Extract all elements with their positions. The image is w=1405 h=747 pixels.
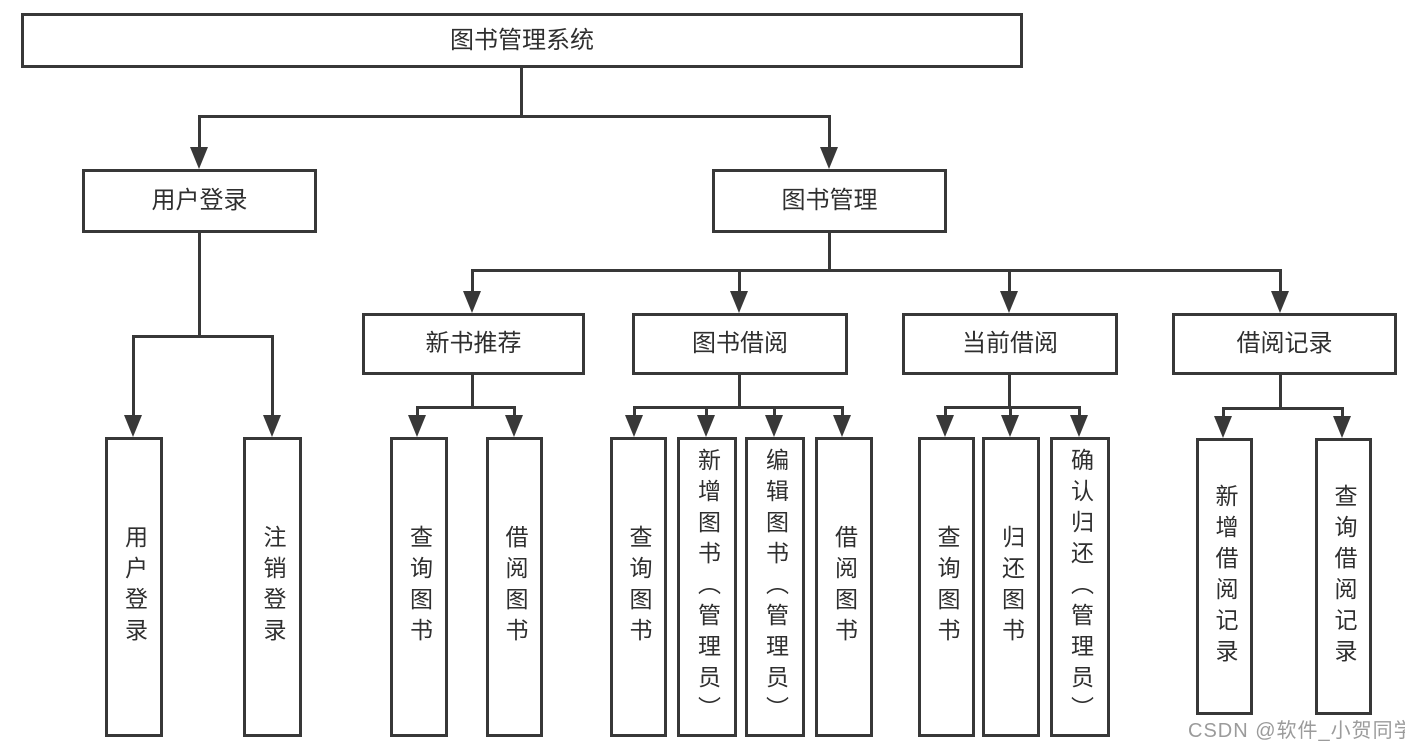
leaf-user-login-label: 用户登录	[121, 525, 148, 649]
connector-current-borrowing-stem	[1008, 375, 1011, 408]
connector-to-leaf-user-login	[132, 335, 135, 417]
connector-book-borrowing-crossbar	[633, 406, 844, 409]
connector-to-leaf-query-borrow-record	[1341, 407, 1344, 418]
leaf-query-books-recommend: 查询图书	[390, 437, 448, 737]
arrowhead-to-leaf-confirm-return-admin	[1070, 415, 1088, 437]
leaf-query-borrow-record: 查询借阅记录	[1315, 438, 1372, 715]
arrowhead-to-leaf-borrow-books-recommend	[505, 415, 523, 437]
connector-new-book-recommendation-crossbar	[416, 406, 516, 409]
arrowhead-to-leaf-query-books-borrowing	[625, 415, 643, 437]
connector-book-management-crossbar	[471, 269, 1282, 272]
node-root-system: 图书管理系统	[21, 13, 1023, 68]
leaf-confirm-return-admin-label: 确认归还（管理员）	[1067, 447, 1094, 727]
arrowhead-to-leaf-query-borrow-record	[1333, 416, 1351, 438]
leaf-borrow-books-recommend-label: 借阅图书	[502, 525, 528, 649]
leaf-borrow-books-borrowing-label: 借阅图书	[831, 525, 858, 649]
connector-to-leaf-add-book-admin	[705, 406, 708, 417]
connector-to-leaf-confirm-return-admin	[1078, 406, 1081, 417]
connector-to-leaf-query-books-recommend	[416, 406, 419, 417]
leaf-query-books-borrowing: 查询图书	[610, 437, 667, 737]
connector-borrowing-records-crossbar	[1222, 407, 1344, 410]
node-book-borrowing: 图书借阅	[632, 313, 848, 375]
leaf-add-book-admin: 新增图书（管理员）	[677, 437, 737, 737]
arrowhead-to-user-login	[190, 147, 208, 169]
connector-to-new-book-recommendation	[471, 269, 474, 293]
connector-to-leaf-query-books-borrowing	[633, 406, 636, 417]
connector-to-leaf-borrow-books-recommend	[513, 406, 516, 417]
node-current-borrowing-label: 当前借阅	[962, 330, 1058, 357]
arrowhead-to-borrowing-records	[1271, 291, 1289, 313]
arrowhead-to-book-borrowing	[730, 291, 748, 313]
connector-to-leaf-logout	[271, 335, 274, 417]
connector-to-leaf-add-borrow-record	[1222, 407, 1225, 418]
arrowhead-to-new-book-recommendation	[463, 291, 481, 313]
leaf-edit-book-admin-label: 编辑图书（管理员）	[762, 447, 789, 727]
connector-to-leaf-edit-book-admin	[773, 406, 776, 417]
leaf-query-books-current: 查询图书	[918, 437, 975, 737]
connector-to-leaf-query-books-current	[944, 406, 947, 417]
connector-to-current-borrowing	[1008, 269, 1011, 293]
arrowhead-to-leaf-return-book	[1001, 415, 1019, 437]
leaf-logout-label: 注销登录	[260, 525, 286, 649]
node-root-system-label: 图书管理系统	[450, 26, 594, 54]
leaf-query-borrow-record-label: 查询借阅记录	[1331, 483, 1357, 670]
node-book-management-label: 图书管理	[781, 187, 878, 214]
leaf-add-book-admin-label: 新增图书（管理员）	[694, 447, 721, 727]
node-borrowing-records-label: 借阅记录	[1236, 330, 1333, 357]
connector-root-to-user-login	[198, 115, 201, 151]
arrowhead-to-leaf-borrow-books-borrowing	[833, 415, 851, 437]
connector-root-crossbar	[198, 115, 831, 118]
node-new-book-recommendation-label: 新书推荐	[425, 330, 522, 357]
node-book-borrowing-label: 图书借阅	[692, 330, 788, 357]
node-new-book-recommendation: 新书推荐	[362, 313, 585, 375]
leaf-user-login: 用户登录	[105, 437, 163, 737]
leaf-return-book-label: 归还图书	[998, 525, 1025, 649]
connector-user-login-stem	[198, 233, 201, 337]
node-user-login-label: 用户登录	[151, 187, 248, 214]
connector-new-book-recommendation-stem	[471, 375, 474, 408]
connector-book-borrowing-stem	[738, 375, 741, 408]
arrowhead-to-leaf-user-login	[124, 415, 142, 437]
connector-to-borrowing-records	[1279, 269, 1282, 293]
node-user-login: 用户登录	[82, 169, 317, 233]
connector-to-leaf-return-book	[1009, 406, 1012, 417]
leaf-edit-book-admin: 编辑图书（管理员）	[745, 437, 805, 737]
arrowhead-to-current-borrowing	[1000, 291, 1018, 313]
leaf-logout: 注销登录	[243, 437, 302, 737]
arrowhead-to-leaf-query-books-current	[936, 415, 954, 437]
arrowhead-to-leaf-logout	[263, 415, 281, 437]
connector-borrowing-records-stem	[1279, 375, 1282, 410]
node-current-borrowing: 当前借阅	[902, 313, 1118, 375]
leaf-add-borrow-record: 新增借阅记录	[1196, 438, 1253, 715]
connector-root-to-book-management	[828, 115, 831, 151]
arrowhead-to-leaf-add-book-admin	[697, 415, 715, 437]
node-book-management: 图书管理	[712, 169, 947, 233]
arrowhead-to-book-management	[820, 147, 838, 169]
leaf-query-books-recommend-label: 查询图书	[406, 525, 433, 649]
node-borrowing-records: 借阅记录	[1172, 313, 1397, 375]
connector-to-book-borrowing	[738, 269, 741, 293]
leaf-borrow-books-recommend: 借阅图书	[486, 437, 543, 737]
arrowhead-to-leaf-add-borrow-record	[1214, 416, 1232, 438]
connector-root-stem	[520, 68, 523, 117]
csdn-watermark: CSDN @软件_小贺同学	[1188, 720, 1405, 742]
leaf-add-borrow-record-label: 新增借阅记录	[1212, 483, 1238, 670]
connector-book-management-stem	[828, 233, 831, 271]
leaf-query-books-borrowing-label: 查询图书	[626, 525, 652, 649]
leaf-return-book: 归还图书	[982, 437, 1040, 737]
connector-current-borrowing-crossbar	[944, 406, 1081, 409]
connector-user-login-crossbar	[132, 335, 274, 338]
arrowhead-to-leaf-query-books-recommend	[408, 415, 426, 437]
connector-to-leaf-borrow-books-borrowing	[841, 406, 844, 417]
leaf-query-books-current-label: 查询图书	[934, 525, 960, 649]
leaf-borrow-books-borrowing: 借阅图书	[815, 437, 873, 737]
arrowhead-to-leaf-edit-book-admin	[765, 415, 783, 437]
leaf-confirm-return-admin: 确认归还（管理员）	[1050, 437, 1110, 737]
